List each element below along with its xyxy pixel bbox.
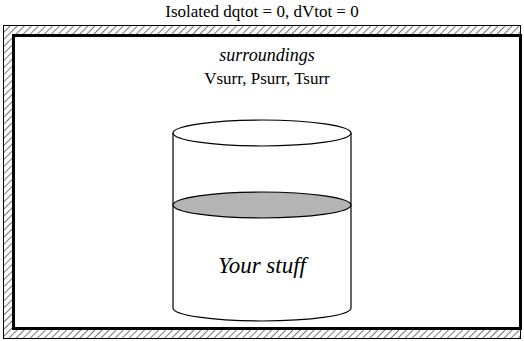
liquid-surface [173,192,351,218]
region-label: surroundings [15,45,519,66]
container-cylinder: Your stuff [172,119,352,323]
cylinder-rim [173,120,351,146]
state-variables: Vsurr, Psurr, Tsurr [15,69,519,89]
system-label: Your stuff [172,253,352,279]
isolated-system: surroundingsVsurr, Psurr, TsurrYour stuf… [12,34,522,330]
cylinder-outline [172,119,352,323]
title: Isolated dqtot = 0, dVtot = 0 [0,2,524,22]
cylinder-body [173,133,351,321]
